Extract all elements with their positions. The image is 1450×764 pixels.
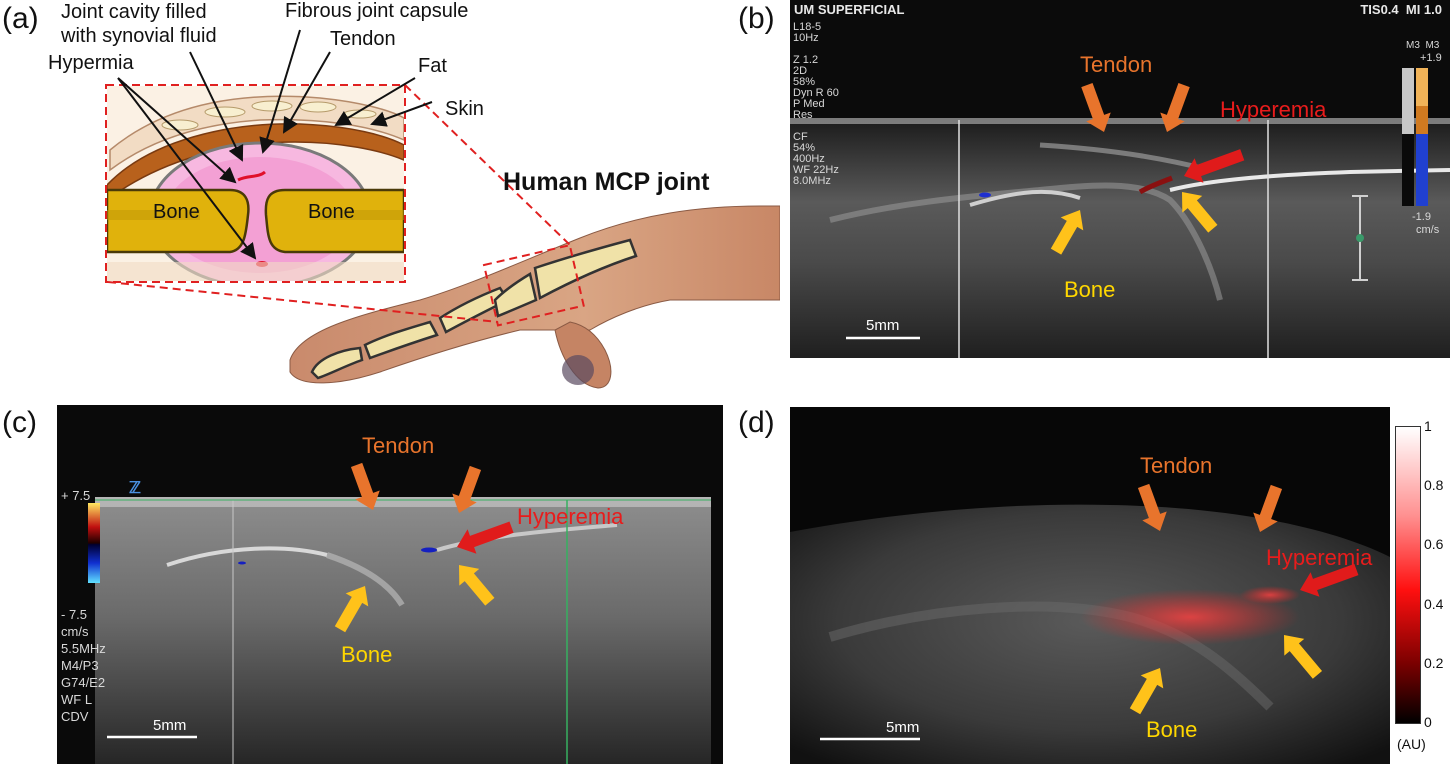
panel-c-parameter xyxy=(61,589,106,606)
panel-d-bone-label: Bone xyxy=(1146,717,1198,742)
panel-d-colorbar-tick: 0.6 xyxy=(1424,536,1444,553)
panel-c-tendon-label: Tendon xyxy=(362,433,435,458)
panel-d-hyperemia-label: Hyperemia xyxy=(1266,545,1373,570)
panel-b-colorbar-min: -1.9 xyxy=(1412,211,1431,223)
panel-c-parameter: M4/P3 xyxy=(61,658,99,673)
panel-c-scale-label: 5mm xyxy=(153,717,187,734)
panel-d-colorbar-tick: 0.8 xyxy=(1424,477,1444,494)
panel-b-bone-label: Bone xyxy=(1064,277,1116,302)
panel-b-tendon-label: Tendon xyxy=(1080,52,1153,77)
panel-c-hyperemia-label: Hyperemia xyxy=(517,504,624,529)
panel-c-parameter: 5.5MHz xyxy=(61,641,106,656)
leader-lines xyxy=(117,29,433,260)
panel-d-colorbar-tick: 1 xyxy=(1424,418,1432,434)
panel-b-parameter: L18-5 xyxy=(793,21,822,33)
panel-d-colorbar-tick: 0 xyxy=(1424,714,1432,730)
panel-b-parameter: Res xyxy=(793,109,813,121)
panel-b-image xyxy=(790,68,1450,358)
panel-d-colorbar xyxy=(1395,426,1421,724)
panel-b-header-left: UM SUPERFICIAL xyxy=(794,2,905,17)
panel-d-image xyxy=(790,504,1390,764)
panel-c-parameter: cm/s xyxy=(61,624,89,639)
panel-c-image xyxy=(88,497,711,764)
panel-c-parameter xyxy=(61,555,106,572)
panel-a-illustration xyxy=(105,29,780,389)
label-human-mcp-joint: Human MCP joint xyxy=(503,168,710,196)
label-tendon-a: Tendon xyxy=(330,28,396,50)
panel-b-parameter: Z 1.2 xyxy=(793,54,819,66)
panel-b-parameter: P Med xyxy=(793,98,825,110)
panel-c-parameter: CDV xyxy=(61,709,89,724)
panel-b-parameter: 10Hz xyxy=(793,32,819,44)
panel-b-scale-label: 5mm xyxy=(866,317,900,334)
panel-b-parameter: 54% xyxy=(793,142,816,154)
label-bone-left: Bone xyxy=(153,201,200,223)
panel-c-parameter xyxy=(61,572,106,589)
panel-a-tag: (a) xyxy=(2,2,39,35)
panel-b-header-right: TIS0.4 MI 1.0 xyxy=(1360,2,1442,17)
label-fibrous-capsule: Fibrous joint capsule xyxy=(285,0,469,22)
panel-c-bone-label: Bone xyxy=(341,642,393,667)
panel-b-hyperemia-label: Hyperemia xyxy=(1220,97,1327,122)
panel-b-tag: (b) xyxy=(738,2,775,35)
panel-c-parameter xyxy=(61,521,106,538)
label-fat: Fat xyxy=(418,55,447,77)
panel-b-parameter: Dyn R 60 xyxy=(793,87,839,99)
panel-c-parameter: - 7.5 xyxy=(61,607,88,622)
panel-d-colorbar-tick: 0.4 xyxy=(1424,595,1444,612)
panel-c-tag: (c) xyxy=(2,406,37,439)
panel-b-colorbar-unit: cm/s xyxy=(1416,224,1440,236)
panel-d-colorbar-tick: 0.2 xyxy=(1424,654,1444,671)
panel-b-parameter: CF xyxy=(793,131,808,143)
label-skin: Skin xyxy=(445,98,484,120)
panel-d-photoacoustic: Tendon Hyperemia Bone 5mm xyxy=(790,407,1390,764)
panel-c-z-icon: ℤ xyxy=(129,480,141,497)
panel-c-parameter: + 7.5 xyxy=(61,488,91,503)
panel-d-scale-label: 5mm xyxy=(886,719,920,736)
panel-c-parameter: G74/E2 xyxy=(61,675,106,690)
panel-b-parameter: 8.0MHz xyxy=(793,175,831,187)
zoom-indicator xyxy=(105,84,585,327)
panel-b-parameter: WF 22Hz xyxy=(793,164,839,176)
label-joint-cavity: Joint cavity filled with synovial fluid xyxy=(61,1,217,47)
panel-d-tendon-label: Tendon xyxy=(1140,453,1213,478)
label-bone-right: Bone xyxy=(308,201,355,223)
panel-d-tag: (d) xyxy=(738,406,775,439)
panel-b-colorbar-max: +1.9 xyxy=(1420,52,1442,64)
panel-b-colorbar-top-labels: M3 M3 xyxy=(1406,40,1440,51)
panel-b-parameter: 58% xyxy=(793,76,816,88)
joint-cross-section xyxy=(107,86,404,281)
label-hypermia: Hypermia xyxy=(48,52,134,74)
panel-d-colorbar-unit: (AU) xyxy=(1397,736,1426,752)
panel-c-parameter xyxy=(61,504,106,521)
panel-b-parameter: 2D xyxy=(793,65,808,77)
panel-b-parameter: 400Hz xyxy=(793,153,825,165)
panel-c-parameter xyxy=(61,538,106,555)
panel-c-parameter: WF L xyxy=(61,692,93,707)
